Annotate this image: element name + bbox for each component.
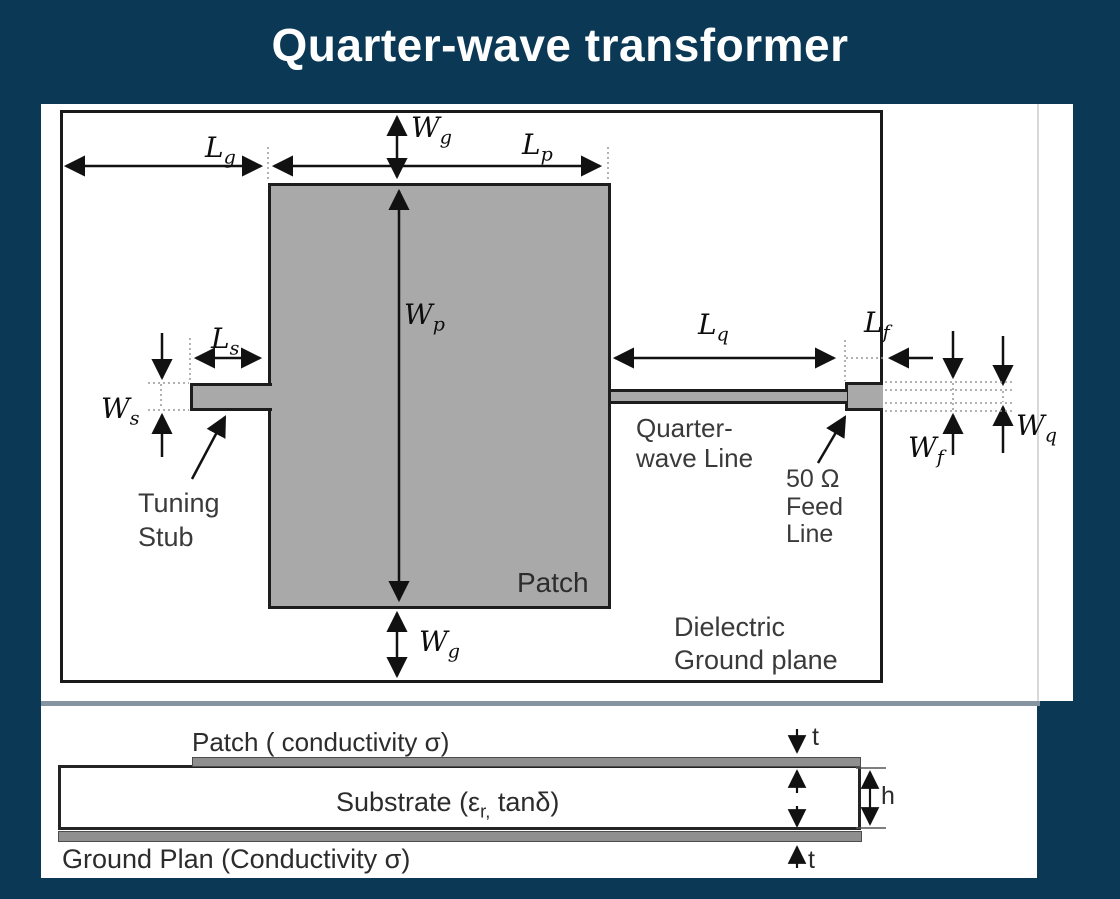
dim-label-lf: Lf xyxy=(864,306,890,343)
feed-line-label: 50 Ω Feed Line xyxy=(786,465,843,549)
feed-line2: Feed xyxy=(786,492,843,521)
dim-label-lp: Lp xyxy=(522,128,553,165)
quarter-wave-line2: wave Line xyxy=(636,443,754,474)
dim-label-wp: Wp xyxy=(404,298,445,335)
dim-label-ws: Ws xyxy=(101,392,140,429)
feed-line1: 50 Ω xyxy=(786,465,840,493)
dim-lq-sub: q xyxy=(716,323,729,346)
dim-lf-sub: f xyxy=(882,321,890,344)
dim-label-wg-top: Wg xyxy=(411,111,452,148)
dim-label-wg-bottom: Wg xyxy=(419,625,460,662)
dim-lp-base: L xyxy=(522,128,541,161)
feed-line3: Line xyxy=(786,520,834,548)
dim-lf-base: L xyxy=(864,306,883,339)
quarter-wave-line-shape xyxy=(608,389,847,404)
dim-wq-base: W xyxy=(1016,409,1045,442)
cs-substrate-post: tanδ) xyxy=(490,787,560,817)
dim-wp-sub: p xyxy=(432,313,445,336)
dim-label-wf: Wf xyxy=(908,431,944,468)
dim-label-ls: Ls xyxy=(211,322,239,359)
cs-ground-label: Ground Plan (Conductivity σ) xyxy=(62,844,411,874)
dim-ls-sub: s xyxy=(229,337,240,360)
dim-lq-base: L xyxy=(698,308,717,341)
tuning-stub-line1: Tuning xyxy=(138,488,220,518)
scan-edge-line xyxy=(1037,104,1039,701)
patch-shape xyxy=(268,183,611,609)
cs-patch-label: Patch ( conductivity σ) xyxy=(192,727,450,757)
page-title: Quarter-wave transformer xyxy=(271,19,849,71)
cs-substrate-label: Substrate (εr, tanδ) xyxy=(336,787,559,822)
tuning-stub-line2: Stub xyxy=(138,521,194,552)
dielectric-ground-label: Dielectric Ground plane xyxy=(674,611,838,677)
dim-wgtop-base: W xyxy=(411,111,440,144)
cs-h-label: h xyxy=(881,782,895,810)
quarter-wave-line-label: Quarter- wave Line xyxy=(636,413,753,473)
dim-wq-sub: q xyxy=(1044,424,1057,447)
dim-lg-base: L xyxy=(205,131,224,164)
tuning-stub-label: Tuning Stub xyxy=(138,487,220,555)
dim-ls-base: L xyxy=(211,322,230,355)
dim-wf-base: W xyxy=(908,431,937,464)
dim-ws-sub: s xyxy=(129,407,140,430)
dielectric-line2: Ground plane xyxy=(674,644,838,675)
patch-metal-strip xyxy=(192,757,861,767)
dim-wp-base: W xyxy=(404,298,433,331)
dim-label-wq: Wq xyxy=(1016,409,1057,446)
cs-substrate-sub: r, xyxy=(480,800,491,822)
dim-wgtop-sub: g xyxy=(439,126,452,149)
dim-lg-sub: g xyxy=(223,146,236,169)
patch-label: Patch xyxy=(517,567,589,598)
dim-ws-base: W xyxy=(101,392,130,425)
quarter-wave-line1: Quarter- xyxy=(636,413,733,443)
cs-t-bottom-label: t xyxy=(808,846,815,874)
dim-wgbot-sub: g xyxy=(447,640,460,663)
tuning-stub-shape xyxy=(190,383,272,411)
feed-line-shape xyxy=(845,382,883,411)
ground-metal-strip xyxy=(58,831,862,842)
dielectric-line1: Dielectric xyxy=(674,612,786,642)
dim-lp-sub: p xyxy=(540,143,553,166)
dim-label-lq: Lq xyxy=(698,308,729,345)
cs-t-top-label: t xyxy=(812,723,819,751)
dim-wgbot-base: W xyxy=(419,625,448,658)
dim-wf-sub: f xyxy=(936,446,944,469)
cs-substrate-pre: Substrate (ε xyxy=(336,787,481,817)
dim-label-lg: Lg xyxy=(205,131,236,168)
panel-divider xyxy=(41,701,1040,706)
